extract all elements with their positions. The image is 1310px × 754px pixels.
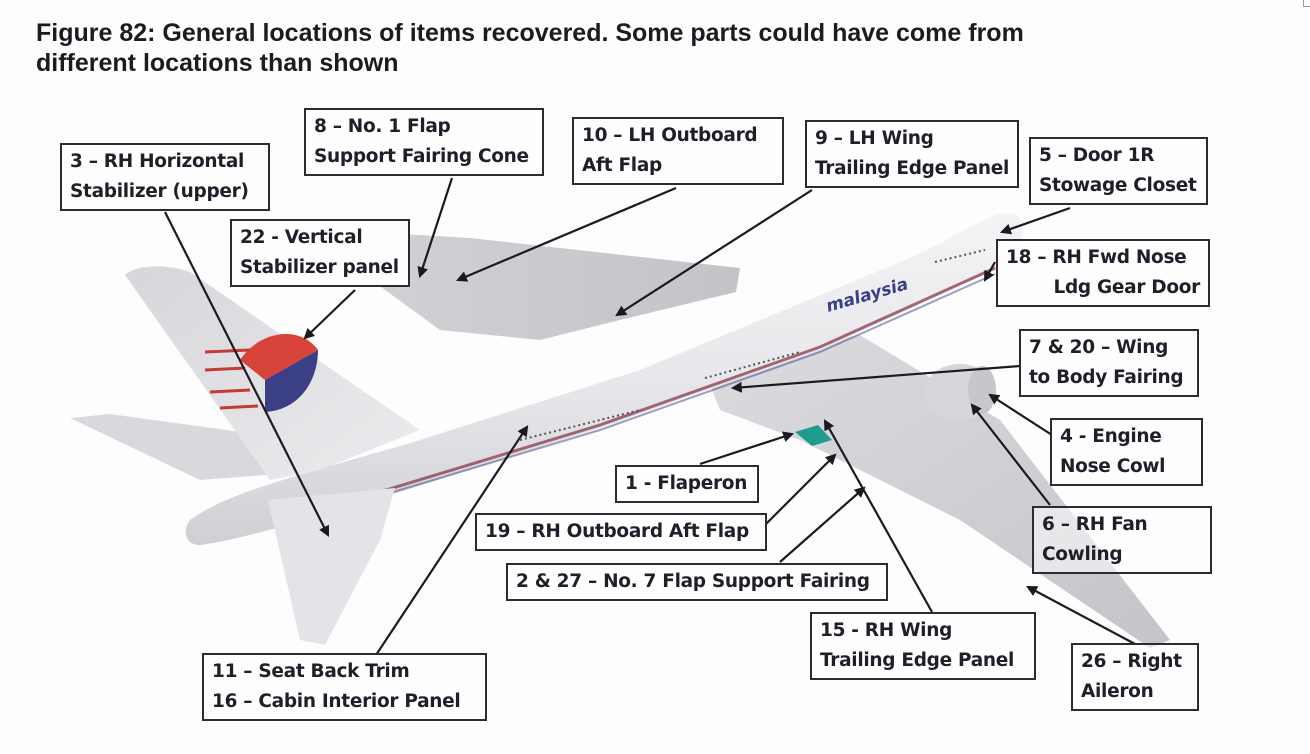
figure-title-line-2: different locations than shown	[36, 49, 399, 77]
leader-3	[164, 211, 329, 537]
label-item-26: 26 – Right Aileron	[1071, 643, 1199, 711]
leader-5	[999, 206, 1071, 235]
label-item-2-27: 2 & 27 – No. 7 Flap Support Fairing	[506, 563, 888, 601]
label-line: 15 - RH Wing	[820, 620, 953, 641]
label-line: Stowage Closet	[1039, 175, 1197, 196]
leader-10	[455, 186, 677, 282]
label-line: 26 – Right	[1081, 651, 1182, 672]
figure-title: Figure 82: General locations of items re…	[36, 18, 1236, 78]
leader-22	[303, 289, 356, 340]
label-line: Aft Flap	[582, 155, 662, 176]
label-line: Ldg Gear Door	[1053, 277, 1201, 298]
label-item-15: 15 - RH Wing Trailing Edge Panel	[810, 612, 1036, 680]
leader-11-16	[375, 425, 529, 656]
leader-4	[988, 393, 1053, 436]
label-line: 7 & 20 – Wing	[1029, 337, 1169, 358]
label-item-1: 1 - Flaperon	[615, 465, 759, 503]
label-item-18: 18 – RH Fwd Nose Ldg Gear Door	[996, 239, 1210, 307]
label-item-10: 10 – LH Outboard Aft Flap	[572, 117, 784, 185]
label-line: Cowling	[1042, 544, 1123, 565]
label-line: 6 – RH Fan	[1042, 514, 1148, 535]
label-line: to Body Fairing	[1029, 367, 1184, 388]
label-line: 16 – Cabin Interior Panel	[212, 691, 461, 712]
page-corner-mark	[1303, 0, 1310, 7]
label-line: 11 – Seat Back Trim	[212, 661, 410, 682]
leader-8	[417, 177, 454, 279]
leader-2-27	[779, 486, 866, 563]
label-line: 9 – LH Wing	[815, 128, 934, 149]
fuselage	[185, 213, 1023, 545]
label-line: 19 – RH Outboard Aft Flap	[485, 521, 749, 542]
label-line: Stabilizer (upper)	[70, 181, 249, 202]
label-item-22: 22 - Vertical Stabilizer panel	[230, 219, 410, 287]
leader-1	[699, 431, 795, 466]
label-line: Aileron	[1081, 681, 1154, 702]
airline-tail-logo	[204, 333, 318, 412]
label-line: 1 - Flaperon	[625, 473, 748, 494]
leader-19	[764, 453, 837, 526]
label-line: Support Fairing Cone	[314, 146, 529, 167]
leader-18	[983, 261, 996, 282]
label-item-5: 5 – Door 1R Stowage Closet	[1029, 137, 1208, 205]
label-line: 8 – No. 1 Flap	[314, 116, 451, 137]
left-wing	[300, 228, 740, 340]
label-item-9: 9 – LH Wing Trailing Edge Panel	[805, 120, 1019, 188]
label-item-3: 3 – RH Horizontal Stabilizer (upper)	[60, 143, 270, 211]
label-item-8: 8 – No. 1 Flap Support Fairing Cone	[304, 108, 544, 176]
label-line: Nose Cowl	[1060, 456, 1166, 477]
label-item-11-16: 11 – Seat Back Trim 16 – Cabin Interior …	[202, 653, 487, 721]
label-item-7-20: 7 & 20 – Wing to Body Fairing	[1019, 329, 1199, 397]
label-item-6: 6 – RH Fan Cowling	[1032, 506, 1212, 574]
right-horizontal-stabilizer	[268, 488, 395, 645]
label-line: 2 & 27 – No. 7 Flap Support Fairing	[516, 571, 870, 592]
flaperon	[795, 425, 832, 446]
fuselage-stripe	[359, 266, 996, 500]
label-line: 4 - Engine	[1060, 426, 1162, 447]
label-item-4: 4 - Engine Nose Cowl	[1050, 418, 1203, 486]
label-line: Stabilizer panel	[240, 257, 399, 278]
leader-26	[1026, 585, 1136, 645]
leader-15	[823, 419, 933, 613]
leader-7-20	[730, 364, 1021, 393]
label-line: Trailing Edge Panel	[820, 650, 1015, 671]
label-item-19: 19 – RH Outboard Aft Flap	[475, 513, 767, 551]
figure-title-line-1: Figure 82: General locations of items re…	[36, 19, 1024, 47]
leader-9	[615, 189, 813, 317]
label-line: 10 – LH Outboard	[582, 125, 758, 146]
cabin-windows	[519, 249, 986, 441]
leader-6	[970, 403, 1051, 506]
label-line: 22 - Vertical	[240, 227, 363, 248]
label-line: 18 – RH Fwd Nose	[1006, 247, 1187, 268]
label-line: 5 – Door 1R	[1039, 145, 1155, 166]
label-line: Trailing Edge Panel	[815, 158, 1010, 179]
label-line: 3 – RH Horizontal	[70, 151, 245, 172]
